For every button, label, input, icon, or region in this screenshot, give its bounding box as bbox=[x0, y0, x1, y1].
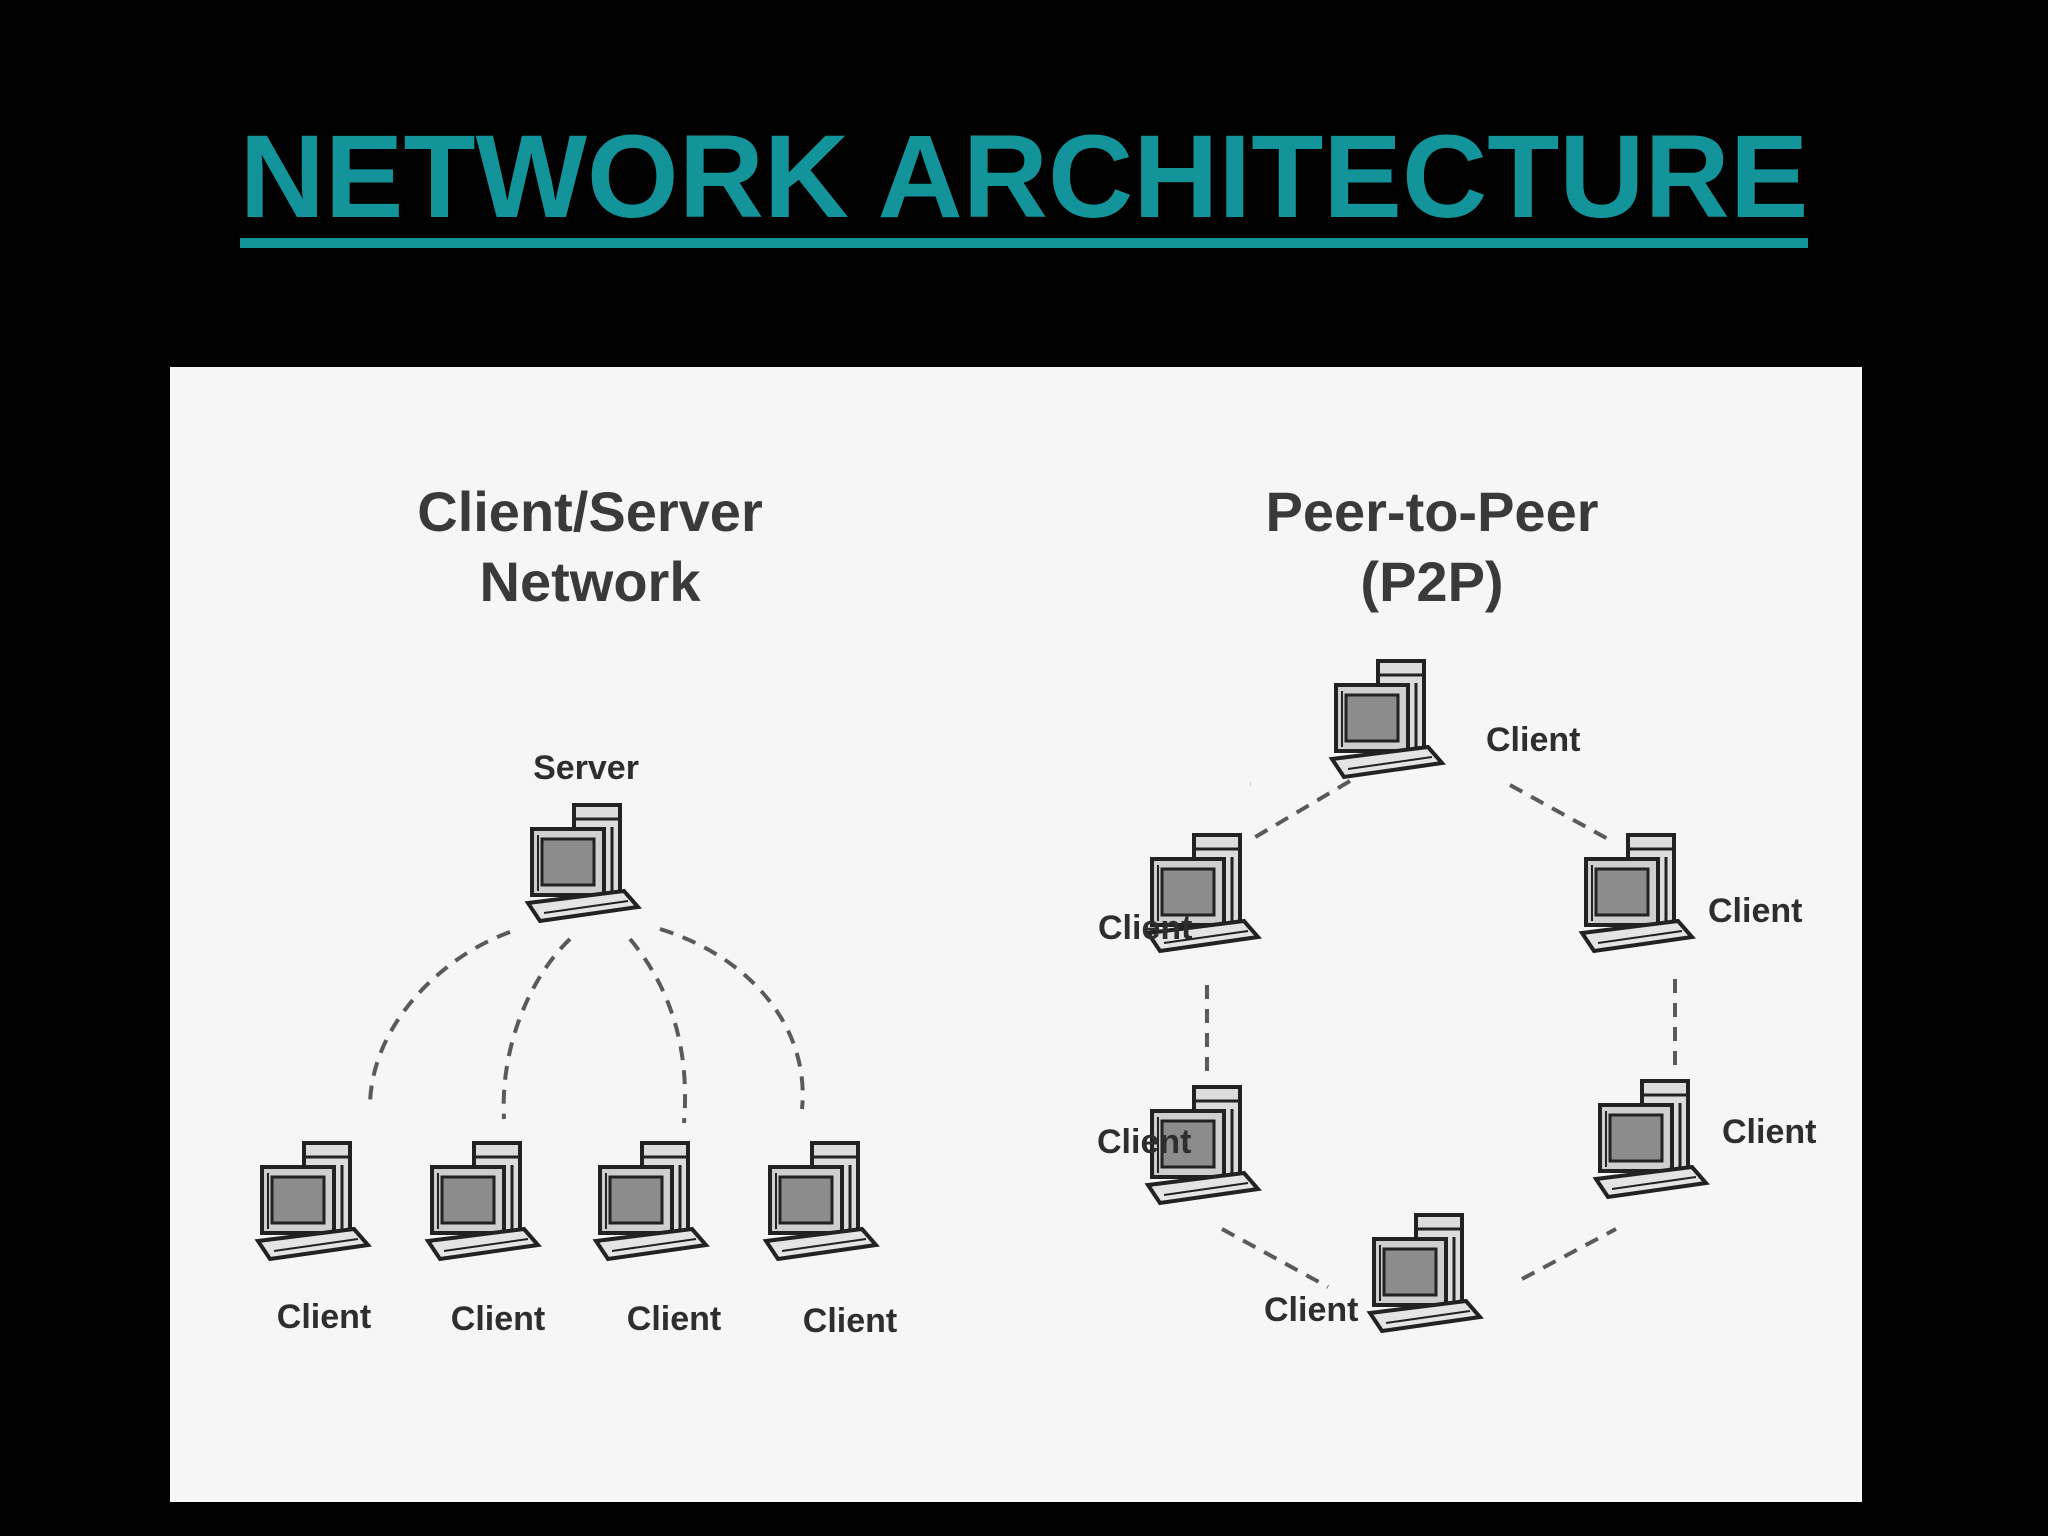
cs-client-4-label: Client bbox=[803, 1302, 897, 1340]
p2p-client-lower-right-computer-icon bbox=[1594, 1079, 1708, 1199]
p2p-client-lower-right-label: Client bbox=[1722, 1113, 1816, 1151]
p2p-heading-line2: (P2P) bbox=[1360, 550, 1503, 613]
p2p-client-bottom-label: Client bbox=[1264, 1291, 1358, 1329]
server-link-2 bbox=[501, 937, 572, 1120]
p2p-client-upper-right-computer-icon bbox=[1580, 833, 1694, 953]
cs-client-1-computer-icon bbox=[256, 1141, 370, 1261]
p2p-heading-line1: Peer-to-Peer bbox=[1265, 480, 1598, 543]
p2p-link-bottom-right bbox=[1521, 1227, 1617, 1281]
server-link-4 bbox=[659, 927, 805, 1110]
server-link-3 bbox=[628, 937, 688, 1124]
p2p-link-bottom-left bbox=[1221, 1227, 1329, 1289]
slide-title-text: NETWORK ARCHITECTURE bbox=[239, 118, 1809, 248]
client-server-heading-line2: Network bbox=[480, 550, 702, 613]
cs-client-3-computer-icon bbox=[594, 1141, 708, 1261]
p2p-link-top-left bbox=[1250, 779, 1352, 841]
cs-client-2-computer-icon bbox=[426, 1141, 540, 1261]
server-link-1 bbox=[368, 930, 511, 1108]
p2p-client-upper-left-label: Client bbox=[1098, 909, 1192, 947]
network-diagram-figure: Client/Server Network Server Client Clie… bbox=[170, 367, 1862, 1502]
server-computer-icon bbox=[526, 803, 640, 923]
p2p-client-top-computer-icon bbox=[1330, 659, 1444, 779]
p2p-client-upper-right-label: Client bbox=[1708, 892, 1802, 930]
p2p-link-top-right bbox=[1509, 783, 1609, 841]
client-server-heading-line1: Client/Server bbox=[417, 480, 763, 543]
p2p-client-bottom-computer-icon bbox=[1368, 1213, 1482, 1333]
p2p-client-top-label: Client bbox=[1486, 721, 1580, 759]
server-label: Server bbox=[533, 749, 639, 787]
cs-client-1-label: Client bbox=[277, 1298, 371, 1336]
p2p-client-lower-left-label: Client bbox=[1097, 1123, 1191, 1161]
cs-client-2-label: Client bbox=[451, 1300, 545, 1338]
network-diagram-svg: Client/Server Network Server Client Clie… bbox=[256, 480, 1816, 1340]
slide-title: NETWORK ARCHITECTURE bbox=[0, 118, 2048, 248]
cs-client-3-label: Client bbox=[627, 1300, 721, 1338]
cs-client-4-computer-icon bbox=[764, 1141, 878, 1261]
